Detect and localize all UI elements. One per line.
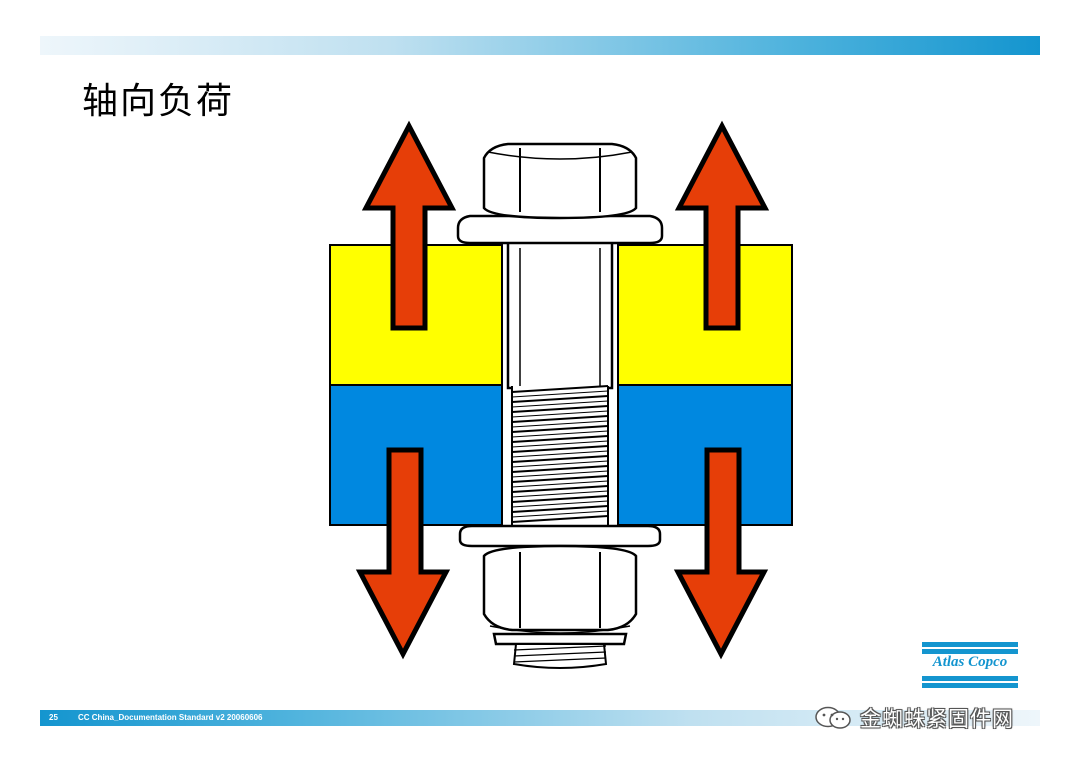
watermark-text: 金蜘蛛紧固件网 [860, 707, 1014, 731]
bolt-tip [512, 643, 608, 669]
slide-title: 轴向负荷 [82, 81, 235, 122]
arrow-up-right [674, 120, 770, 331]
arrow-down-right [673, 447, 769, 660]
arrow-up-left [361, 120, 457, 331]
footer-bar [40, 710, 1040, 726]
page-number: 25 [49, 713, 58, 722]
logo-text: Atlas Copco [932, 654, 1008, 670]
bolt-head [456, 142, 664, 245]
watermark: 金蜘蛛紧固件网 [812, 702, 1014, 734]
nut [458, 524, 662, 646]
bolt-thread [511, 385, 609, 526]
top-header-bar [40, 36, 1040, 55]
arrow-down-left [355, 447, 451, 660]
atlas-copco-logo: Atlas Copco [922, 642, 1018, 688]
wechat-icon [815, 706, 851, 729]
bolt-shank [506, 238, 614, 390]
footer-text: CC China_Documentation Standard v2 20060… [78, 713, 263, 722]
